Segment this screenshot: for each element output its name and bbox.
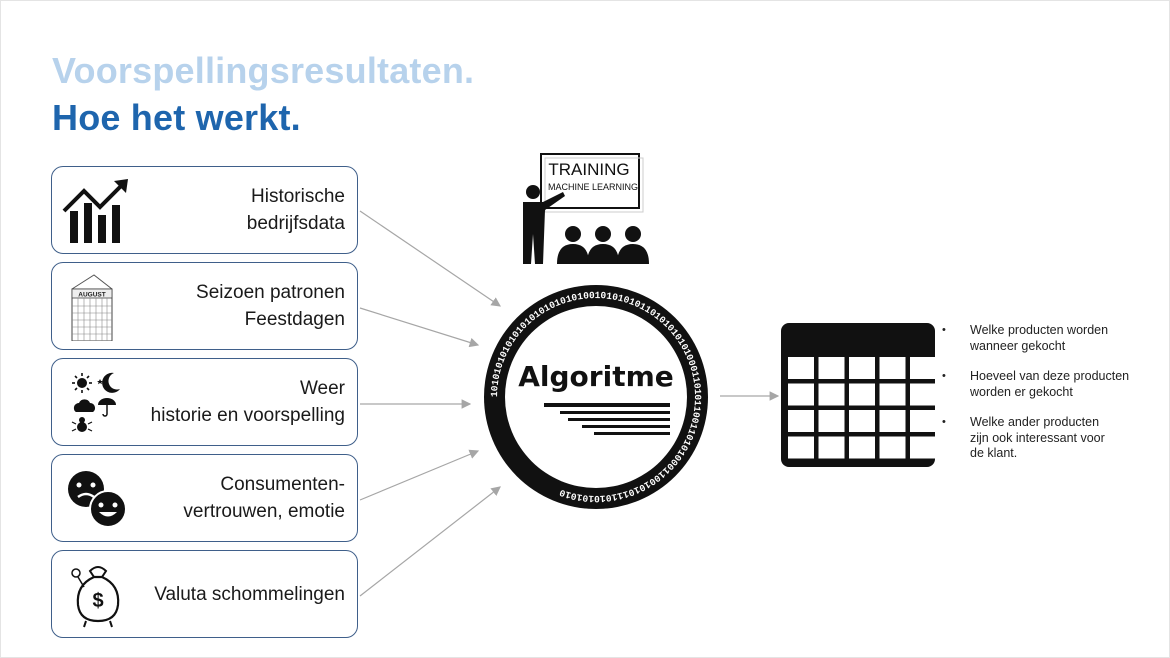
input-label-line1: Weer xyxy=(299,378,345,399)
weather-icon xyxy=(71,372,120,432)
calendar-month-text: AUGUST xyxy=(78,292,105,299)
table-cell xyxy=(910,383,936,406)
output-table-icon xyxy=(781,323,936,467)
table-cell xyxy=(910,436,936,459)
input-box-weather: Weer historie en voorspelling xyxy=(51,358,358,446)
output-bullet-item: Hoeveel van deze producten worden er gek… xyxy=(942,369,1162,400)
input-box-currency: $ Valuta schommelingen xyxy=(51,550,358,638)
training-title: TRAINING xyxy=(548,160,629,179)
input-label-line2: Feestdagen xyxy=(244,309,345,330)
audience-icon xyxy=(557,226,649,264)
moon-icon xyxy=(102,372,120,393)
table-cell xyxy=(818,383,845,406)
money-bag-icon: $ xyxy=(71,566,120,628)
table-cell xyxy=(879,436,906,459)
table-cell xyxy=(879,383,906,406)
training-presentation-icon: TRAINING MACHINE LEARNING xyxy=(523,153,649,264)
table-cell xyxy=(849,357,875,379)
table-cell xyxy=(879,410,906,432)
input-label-line2: historie en voorspelling xyxy=(150,405,345,426)
training-subtitle: MACHINE LEARNING xyxy=(548,182,638,192)
table-cell xyxy=(818,436,845,459)
algorithm-circle: 1010101010101010101010101001010101011010… xyxy=(484,285,708,509)
output-bullet-item: Welke producten worden wanneer gekocht xyxy=(942,323,1162,354)
input-label-line1: Valuta schommelingen xyxy=(154,583,345,605)
table-cell xyxy=(849,410,875,432)
input-label-line2: vertrouwen, emotie xyxy=(183,501,345,522)
table-cell xyxy=(788,357,814,379)
table-cell xyxy=(788,383,814,406)
bug-icon xyxy=(77,422,87,432)
input-label-line1: Consumenten- xyxy=(220,474,345,495)
input-box-historic: Historische bedrijfsdata xyxy=(51,166,358,254)
input-box-season: AUGUST Seizoen patronen Feestdagen xyxy=(51,262,358,350)
table-cells xyxy=(788,357,936,459)
growth-chart-icon xyxy=(62,179,128,243)
input-label-line2: bedrijfsdata xyxy=(246,213,345,234)
dollar-sign-text: $ xyxy=(92,590,103,612)
slide-title-line1: Voorspellingsresultaten. xyxy=(52,50,475,91)
presenter-icon xyxy=(526,185,540,199)
sun-icon xyxy=(77,378,87,388)
output-bullet-list: Welke producten worden wanneer gekocht H… xyxy=(942,323,1162,477)
algorithm-label: Algoritme xyxy=(518,360,674,393)
umbrella-icon xyxy=(98,398,116,405)
text-lines-icon xyxy=(544,403,670,435)
output-bullet-item: Welke ander producten zijn ook interessa… xyxy=(942,415,1162,462)
table-cell xyxy=(849,436,875,459)
table-cell xyxy=(910,357,936,379)
table-cell xyxy=(849,383,875,406)
table-cell xyxy=(788,410,814,432)
table-cell xyxy=(879,357,906,379)
slide-title-line2: Hoe het werkt. xyxy=(52,97,301,138)
happy-face-icon xyxy=(89,490,127,528)
emotion-faces-icon xyxy=(68,471,127,528)
table-cell xyxy=(788,436,814,459)
input-box-consumer: Consumenten- vertrouwen, emotie xyxy=(51,454,358,542)
table-cell xyxy=(818,357,845,379)
table-cell xyxy=(818,410,845,432)
cloud-icon xyxy=(73,399,95,412)
table-cell xyxy=(910,410,936,432)
input-label-line1: Historische xyxy=(251,186,345,207)
input-label-line1: Seizoen patronen xyxy=(196,282,345,303)
calendar-page-icon: AUGUST xyxy=(71,274,113,341)
